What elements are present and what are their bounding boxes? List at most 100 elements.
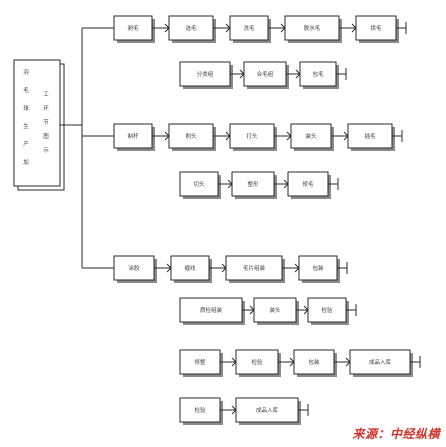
process-label: 制杆 [127,132,139,140]
root-char: 加 [23,158,29,166]
flow-arrowhead [249,305,255,311]
root-char: 羽 [23,69,29,76]
flow-arrowhead [239,69,245,75]
flow-arrowhead [239,73,245,79]
process-box [225,255,283,281]
flow-arrowhead [289,361,295,367]
process-label: 脱水毛 [304,24,321,32]
root-char: 工 [43,91,49,98]
flow-arrowhead [225,27,231,33]
flow-arrowhead [289,357,295,363]
process-box [347,123,393,149]
process-box [293,349,335,375]
flow-arrowhead [227,183,233,189]
process-box [287,171,329,197]
flow-arrowhead [343,135,349,141]
process-label: 插毛 [364,132,376,140]
flow-arrowhead [345,357,351,363]
process-label: 打头 [246,132,258,140]
flow-arrowhead [295,69,301,75]
flow-arrowhead [227,179,233,185]
process-label: 剥毛 [127,24,139,32]
process-label: 检验 [251,358,263,366]
process-label: 检验 [194,406,206,414]
process-label: 质检组装 [200,306,223,314]
process-label: 修毛 [302,180,314,188]
process-box [113,15,153,41]
process-box [243,61,287,87]
flow-arrowhead [164,23,170,29]
flow-arrowhead [294,267,300,273]
process-label: 成品入库 [369,358,392,366]
flow-arrowhead [164,131,170,137]
process-box [307,297,347,323]
process-label: 包装 [312,264,324,272]
process-label: 削头 [185,132,197,140]
process-label: 修整 [194,358,206,366]
flow-arrowhead [221,267,227,273]
flow-arrowhead [249,309,255,315]
root-char: 环 [43,105,49,112]
process-box [355,15,397,41]
flow-arrowhead [286,131,292,137]
process-label: 成品入库 [256,406,279,414]
process-box [179,171,219,197]
flow-arrowhead [166,263,172,269]
process-box [113,123,153,149]
process-box [349,349,411,375]
process-label: 包毛 [312,70,324,78]
process-label: 整形 [247,180,259,188]
process-box [229,123,275,149]
process-label: 合毛组 [257,70,274,78]
process-box [231,171,275,197]
process-label: 检验 [321,306,333,314]
flow-arrowhead [164,27,170,33]
process-label: 装头 [269,306,281,314]
process-label: 装头 [305,132,317,140]
process-label: 包装 [308,358,320,366]
source-label: 来源：中经纵横 [352,427,440,441]
root-box [13,59,61,187]
flow-arrowhead [280,27,286,33]
flow-arrowhead [343,131,349,137]
process-label: 缠线 [184,264,196,272]
process-label: 烘毛 [370,24,382,32]
flow-arrowhead [280,23,286,29]
root-char: 生 [23,122,29,130]
root-char: 产 [23,140,29,148]
process-label: 毛片组装 [243,264,266,272]
flow-arrowhead [295,73,301,79]
flow-arrowhead [303,305,309,311]
process-box [298,255,338,281]
flow-arrowhead [283,179,289,185]
flow-arrowhead [286,135,292,141]
process-box [235,349,279,375]
flow-arrowhead [283,183,289,189]
process-box [299,61,337,87]
process-label: 选毛 [185,24,197,32]
root-char: 节 [43,118,49,126]
process-box [168,123,214,149]
flow-arrowhead [221,263,227,269]
flow-arrowhead [225,135,231,141]
flow-arrowhead [231,357,237,363]
flow-arrowhead [225,23,231,29]
root-char: 示 [43,147,49,154]
flow-arrowhead [225,131,231,137]
root-char: 毛 [23,86,29,94]
process-box [179,61,231,87]
process-label: 涂胶 [128,264,140,272]
flow-arrowhead [351,27,357,33]
process-box [168,15,214,41]
process-label: 洗毛 [243,24,255,32]
flow-arrowhead [303,309,309,315]
flow-arrowhead [166,267,172,273]
process-label: 切头 [193,180,205,188]
root-char: 球 [23,104,29,112]
flow-arrowhead [231,361,237,367]
flow-arrowhead [231,405,237,411]
flow-arrowhead [351,23,357,29]
flow-arrowhead [231,409,237,415]
process-label: 分类组 [197,70,214,78]
